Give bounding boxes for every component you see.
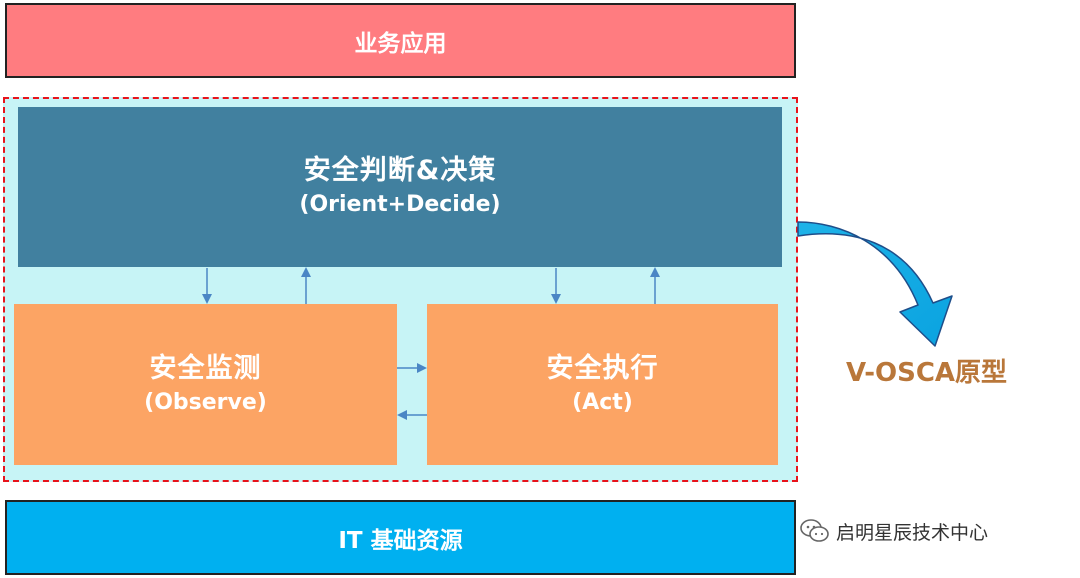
it-infrastructure-label: IT 基础资源 <box>338 527 463 554</box>
business-application-layer: 业务应用 <box>5 3 796 78</box>
model-curved-arrow <box>797 221 953 347</box>
orient-decide-subtitle: (Orient+Decide) <box>299 192 501 217</box>
watermark: 启明星辰技术中心 <box>800 516 988 546</box>
business-application-label: 业务应用 <box>354 30 447 57</box>
observe-subtitle: (Observe) <box>144 389 267 415</box>
observe-box: 安全监测 (Observe) <box>14 304 397 465</box>
observe-title: 安全监测 <box>149 352 262 384</box>
v-osca-model-label: V-OSCA原型 <box>846 358 1008 388</box>
wechat-icon <box>800 519 829 542</box>
it-infrastructure-layer: IT 基础资源 <box>5 500 796 575</box>
act-box: 安全执行 (Act) <box>427 304 778 465</box>
orient-decide-box: 安全判断&决策 (Orient+Decide) <box>18 107 782 267</box>
watermark-text: 启明星辰技术中心 <box>836 521 989 544</box>
act-title: 安全执行 <box>546 352 659 384</box>
orient-decide-title: 安全判断&决策 <box>303 155 497 186</box>
act-subtitle: (Act) <box>572 389 633 415</box>
